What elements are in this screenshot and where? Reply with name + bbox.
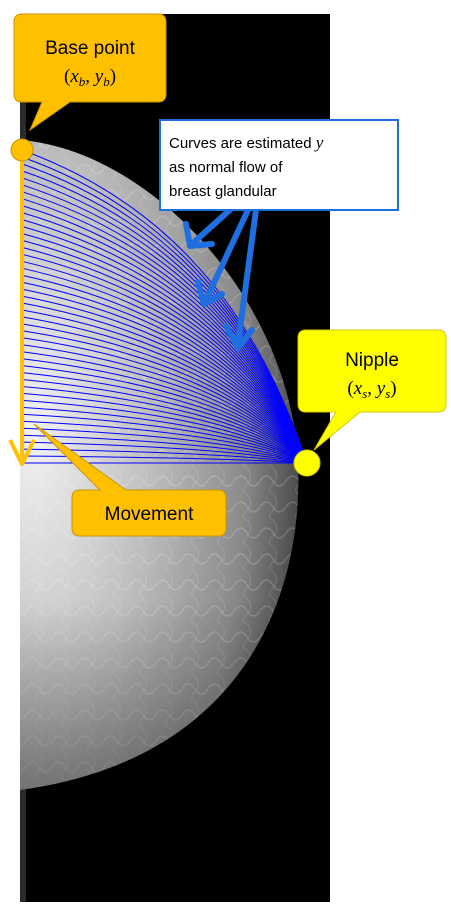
nipple-label: Nipple: [345, 350, 399, 371]
base-point-marker: [11, 139, 33, 161]
base-point-label: Base point: [45, 38, 136, 59]
nipple-marker: [294, 450, 320, 476]
curves-note-line1: Curves are estimated y: [169, 133, 324, 152]
movement-label: Movement: [105, 504, 194, 525]
curves-note-line2: as normal flow of: [169, 159, 283, 176]
curves-note-line3: breast glandular: [169, 183, 277, 200]
